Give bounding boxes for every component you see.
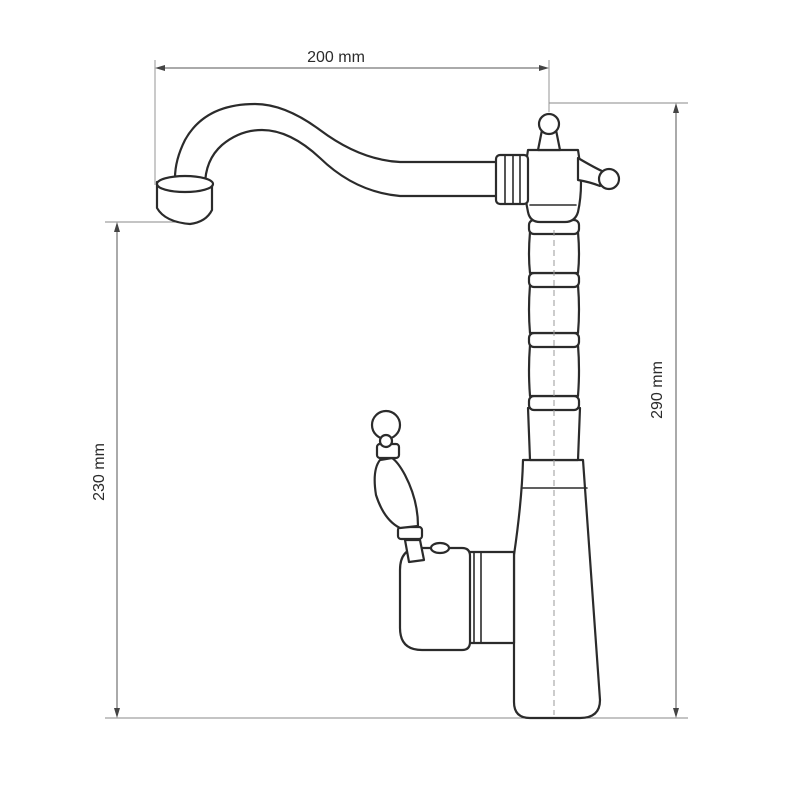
dimension-spout-reach [155, 65, 549, 71]
cross-handle-ball-top [537, 112, 561, 136]
spout-collar [494, 153, 530, 206]
dimension-total-height [673, 103, 679, 718]
lever-knob-housing [398, 546, 472, 652]
cross-handle-arm-right [576, 156, 606, 188]
lever-pivot [429, 541, 451, 555]
label-total-height: 290 mm [649, 361, 666, 419]
spout-aerator [155, 180, 214, 226]
cross-handle-ball-right [597, 167, 621, 191]
spout [173, 102, 502, 198]
lever-handle-body [373, 456, 420, 530]
label-spout-height: 230 mm [91, 443, 108, 501]
label-spout-reach: 200 mm [307, 49, 365, 66]
lever-ball-tip [378, 433, 394, 449]
faucet-head [523, 148, 583, 224]
dimension-spout-height [114, 222, 120, 718]
column-mid-2 [527, 283, 581, 335]
faucet-base-body [512, 458, 602, 720]
lever-stem [403, 538, 426, 564]
spout-aerator-rim [155, 174, 215, 194]
